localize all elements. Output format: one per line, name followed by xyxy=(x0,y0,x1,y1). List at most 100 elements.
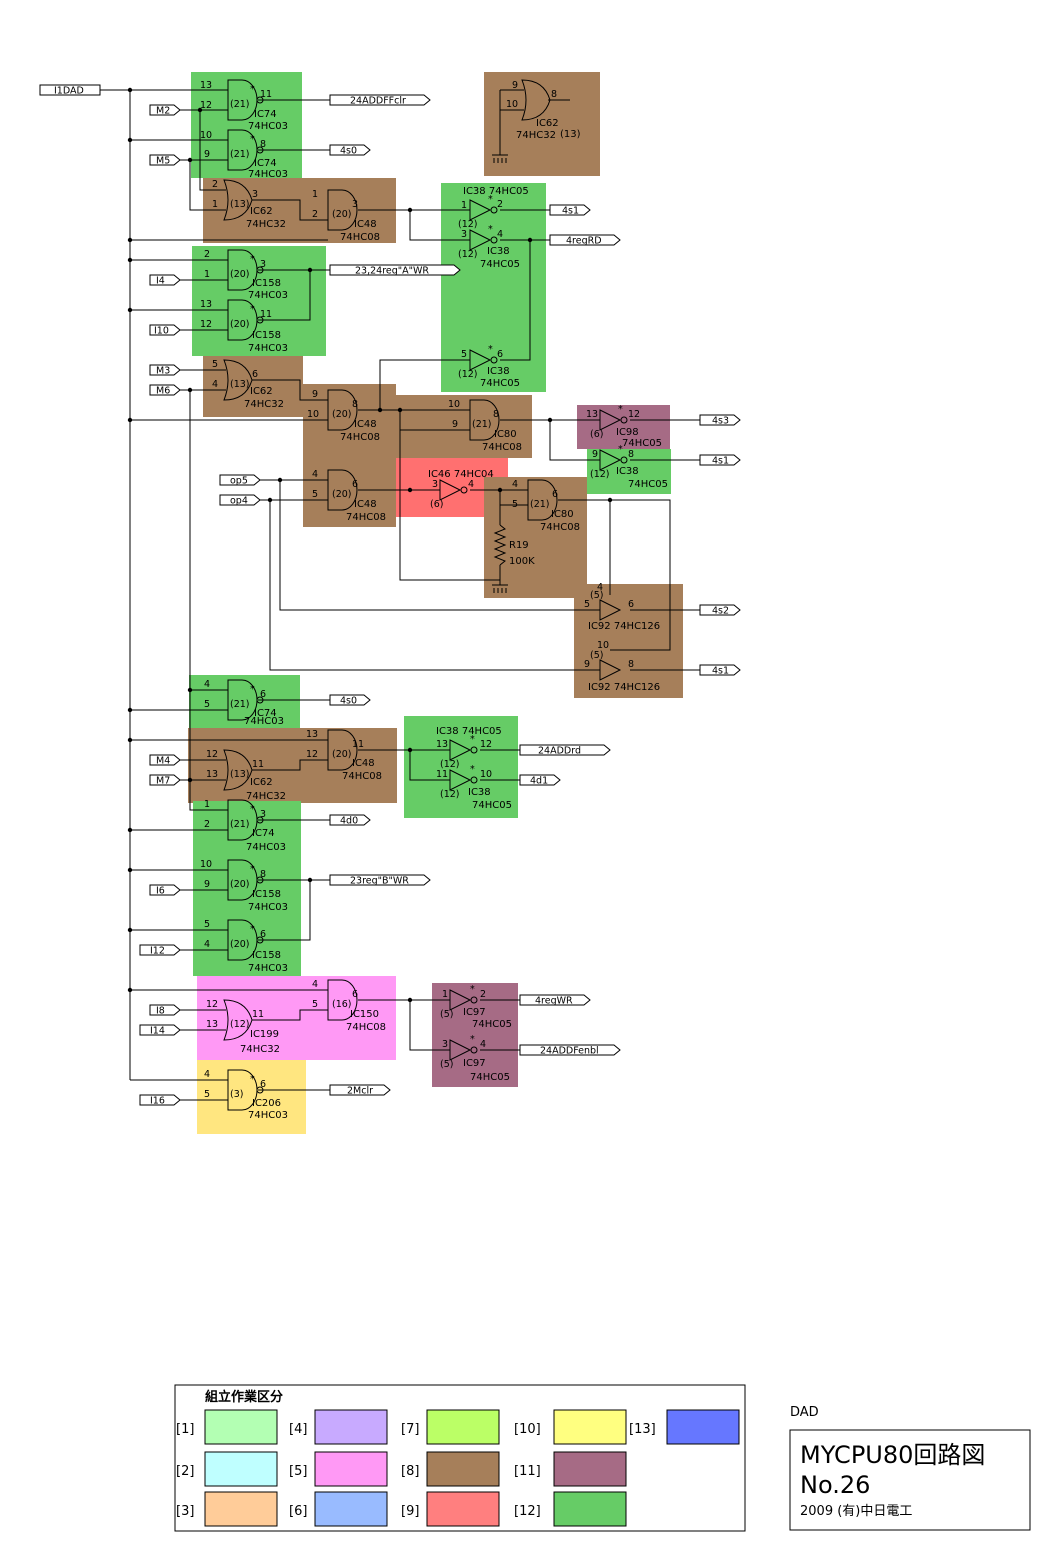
inverter-ic38-a xyxy=(469,199,498,221)
legend-title: 組立作業区分 xyxy=(205,1389,283,1405)
svg-text:(3): (3) xyxy=(230,1089,243,1100)
zone-ic92 xyxy=(574,584,683,698)
legend-item: [13] xyxy=(629,1409,740,1445)
svg-text:IC80: IC80 xyxy=(494,429,517,440)
svg-text:IC158: IC158 xyxy=(252,278,281,289)
svg-text:IC38: IC38 xyxy=(468,787,491,798)
svg-text:5: 5 xyxy=(204,1089,210,1100)
svg-text:1: 1 xyxy=(442,989,448,1000)
svg-text:(21): (21) xyxy=(472,419,492,430)
svg-text:9: 9 xyxy=(592,449,598,460)
svg-text:*: * xyxy=(250,304,255,315)
output-port-4s0-top: 4s0 xyxy=(329,144,371,157)
svg-text:74HC08: 74HC08 xyxy=(340,232,380,243)
junctions xyxy=(127,87,613,1003)
svg-text:*: * xyxy=(488,344,493,355)
legend-item-label: [9] xyxy=(401,1504,419,1519)
svg-text:10: 10 xyxy=(597,640,609,651)
input-port-i10: I10 xyxy=(149,324,181,337)
legend-swatch xyxy=(426,1409,500,1445)
legend-item: [9] xyxy=(401,1491,500,1527)
svg-text:13: 13 xyxy=(200,80,212,91)
svg-text:6: 6 xyxy=(352,479,358,490)
svg-text:10: 10 xyxy=(307,409,319,420)
svg-text:2Mclr: 2Mclr xyxy=(347,1086,373,1097)
svg-text:I10: I10 xyxy=(154,326,169,337)
and-gate-ic150 xyxy=(327,979,358,1021)
output-port-4s0-mid: 4s0 xyxy=(329,694,371,707)
svg-text:5: 5 xyxy=(204,919,210,930)
svg-text:*: * xyxy=(470,1034,475,1045)
svg-text:12: 12 xyxy=(480,739,492,750)
svg-text:4: 4 xyxy=(212,379,218,390)
svg-text:IC80: IC80 xyxy=(551,509,574,520)
svg-text:2: 2 xyxy=(204,249,210,260)
svg-text:(12): (12) xyxy=(458,249,478,260)
svg-text:1: 1 xyxy=(461,200,467,211)
svg-text:op5: op5 xyxy=(230,476,248,487)
svg-text:6: 6 xyxy=(260,689,266,700)
svg-text:1: 1 xyxy=(204,269,210,280)
input-port-m5: M5 xyxy=(149,154,181,167)
svg-text:6: 6 xyxy=(260,1079,266,1090)
svg-text:3: 3 xyxy=(461,229,467,240)
legend-item-label: [7] xyxy=(401,1422,419,1437)
svg-text:4: 4 xyxy=(468,479,474,490)
legend-swatch xyxy=(553,1409,627,1445)
svg-text:*: * xyxy=(250,254,255,265)
input-ports: I1DAD M2 M5 I4 I10 M3 M6 op5 op4 M4 M7 I… xyxy=(39,84,261,1107)
svg-text:8: 8 xyxy=(260,139,266,150)
svg-text:4s1: 4s1 xyxy=(712,666,729,677)
buffer-ic92-a xyxy=(599,599,622,621)
svg-text:5: 5 xyxy=(461,349,467,360)
svg-text:5: 5 xyxy=(312,489,318,500)
svg-text:3: 3 xyxy=(260,259,266,270)
svg-text:IC74: IC74 xyxy=(254,109,277,120)
svg-text:*: * xyxy=(470,764,475,775)
svg-text:74HC03: 74HC03 xyxy=(248,902,288,913)
svg-text:8: 8 xyxy=(260,869,266,880)
svg-text:2: 2 xyxy=(212,179,218,190)
svg-text:74HC08: 74HC08 xyxy=(540,522,580,533)
svg-text:(13): (13) xyxy=(230,769,250,780)
svg-text:74HC32: 74HC32 xyxy=(246,219,286,230)
title-block: DAD MYCPU80回路図 No.26 2009 (有)中日電工 xyxy=(789,1405,1031,1531)
zone-ic206 xyxy=(197,1060,306,1134)
svg-text:4: 4 xyxy=(204,679,210,690)
output-port-4d0: 4d0 xyxy=(329,814,371,827)
svg-text:5: 5 xyxy=(204,699,210,710)
nand-gate-ic74-top-b xyxy=(227,129,264,171)
output-port-4s2: 4s2 xyxy=(699,604,741,617)
svg-text:74HC05: 74HC05 xyxy=(628,479,668,490)
svg-text:6: 6 xyxy=(352,989,358,1000)
svg-text:4d0: 4d0 xyxy=(340,816,358,827)
or-gate-ic62-a xyxy=(223,179,253,221)
svg-text:74HC03: 74HC03 xyxy=(248,963,288,974)
svg-text:(20): (20) xyxy=(332,489,352,500)
svg-text:4s3: 4s3 xyxy=(712,416,729,427)
svg-text:(12): (12) xyxy=(440,789,460,800)
company-name: 2009 (有)中日電工 xyxy=(800,1504,912,1519)
input-port-i6: I6 xyxy=(149,884,181,897)
output-ports: 24ADDFFclr 4s0 4s1 4regRD 23,24reg"A"WR … xyxy=(329,94,741,1097)
svg-text:(5): (5) xyxy=(590,650,603,661)
svg-text:11: 11 xyxy=(436,769,448,780)
inverter-ic97-a xyxy=(449,989,478,1011)
svg-text:74HC05: 74HC05 xyxy=(622,438,662,449)
wires xyxy=(100,89,700,1101)
input-port-m3: M3 xyxy=(149,364,181,377)
svg-text:9: 9 xyxy=(312,389,318,400)
svg-text:4: 4 xyxy=(312,469,318,480)
svg-text:I6: I6 xyxy=(156,886,165,897)
buffer-ic92-b xyxy=(599,659,622,681)
svg-text:IC158: IC158 xyxy=(252,950,281,961)
input-port-m2: M2 xyxy=(149,104,181,117)
svg-text:(16): (16) xyxy=(332,999,352,1010)
svg-text:74HC32: 74HC32 xyxy=(244,399,284,410)
svg-text:(5): (5) xyxy=(440,1009,453,1020)
svg-text:(12): (12) xyxy=(458,369,478,380)
output-port-4s1-a: 4s1 xyxy=(549,204,591,217)
legend-swatch xyxy=(204,1491,278,1527)
output-port-24addfenbl: 24ADDFenbl xyxy=(519,1044,621,1057)
